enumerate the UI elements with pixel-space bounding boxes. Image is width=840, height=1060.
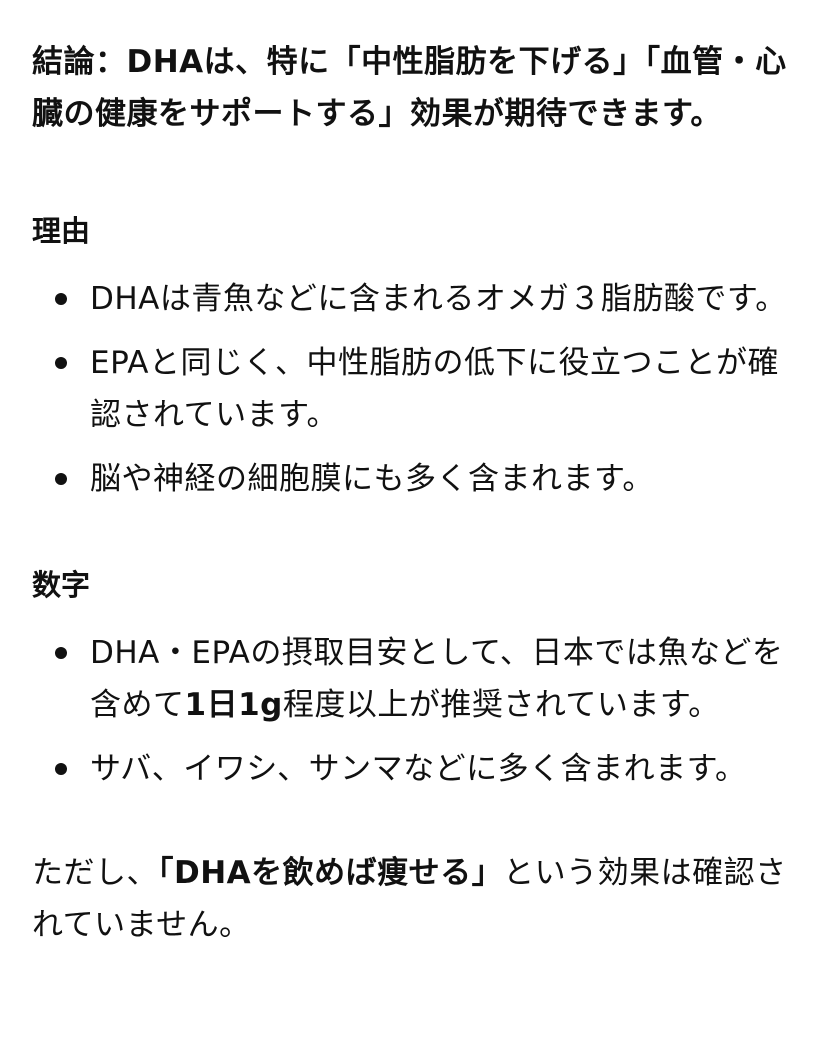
number-text: サバ、イワシ、サンマなどに多く含まれます。	[90, 751, 747, 787]
list-item: DHAは青魚などに含まれるオメガ３脂肪酸です。	[32, 273, 800, 325]
number-text-before: DHA・EPAの摂取目安として、日本では魚などを含めて	[90, 635, 784, 723]
reasons-list: DHAは青魚などに含まれるオメガ３脂肪酸です。 EPAと同じく、中性脂肪の低下に…	[32, 273, 800, 505]
closing-text-after: という効果は確認されていません。	[32, 855, 787, 943]
list-item: 脳や神経の細胞膜にも多く含まれます。	[32, 453, 800, 505]
closing-paragraph: ただし、「DHAを飲めば痩せる」という効果は確認されていません。	[32, 847, 800, 951]
numbers-heading: 数字	[32, 568, 91, 602]
number-text-after: 程度以上が推奨されています。	[282, 687, 720, 723]
list-item: DHA・EPAの摂取目安として、日本では魚などを含めて1日1g程度以上が推奨され…	[32, 627, 800, 731]
daily-intake-emphasis: 1日1g	[184, 687, 283, 723]
numbers-list: DHA・EPAの摂取目安として、日本では魚などを含めて1日1g程度以上が推奨され…	[32, 627, 800, 795]
reason-text: 脳や神経の細胞膜にも多く含まれます。	[90, 461, 654, 497]
conclusion-paragraph: 結論：DHAは、特に「中性脂肪を下げる」「血管・心臓の健康をサポートする」効果が…	[32, 44, 787, 132]
bullet-dot-icon	[55, 357, 67, 369]
reason-text: DHAは青魚などに含まれるオメガ３脂肪酸です。	[90, 281, 787, 317]
closing-text-before: ただし、	[32, 855, 158, 891]
list-item: サバ、イワシ、サンマなどに多く含まれます。	[32, 743, 800, 795]
reason-text: EPAと同じく、中性脂肪の低下に役立つことが確認されています。	[90, 345, 780, 433]
bullet-dot-icon	[55, 647, 67, 659]
bullet-dot-icon	[55, 763, 67, 775]
bullet-dot-icon	[55, 293, 67, 305]
list-item: EPAと同じく、中性脂肪の低下に役立つことが確認されています。	[32, 337, 800, 441]
bullet-dot-icon	[55, 473, 67, 485]
reasons-heading: 理由	[32, 214, 91, 248]
closing-emphasis: 「DHAを飲めば痩せる」	[158, 855, 504, 891]
